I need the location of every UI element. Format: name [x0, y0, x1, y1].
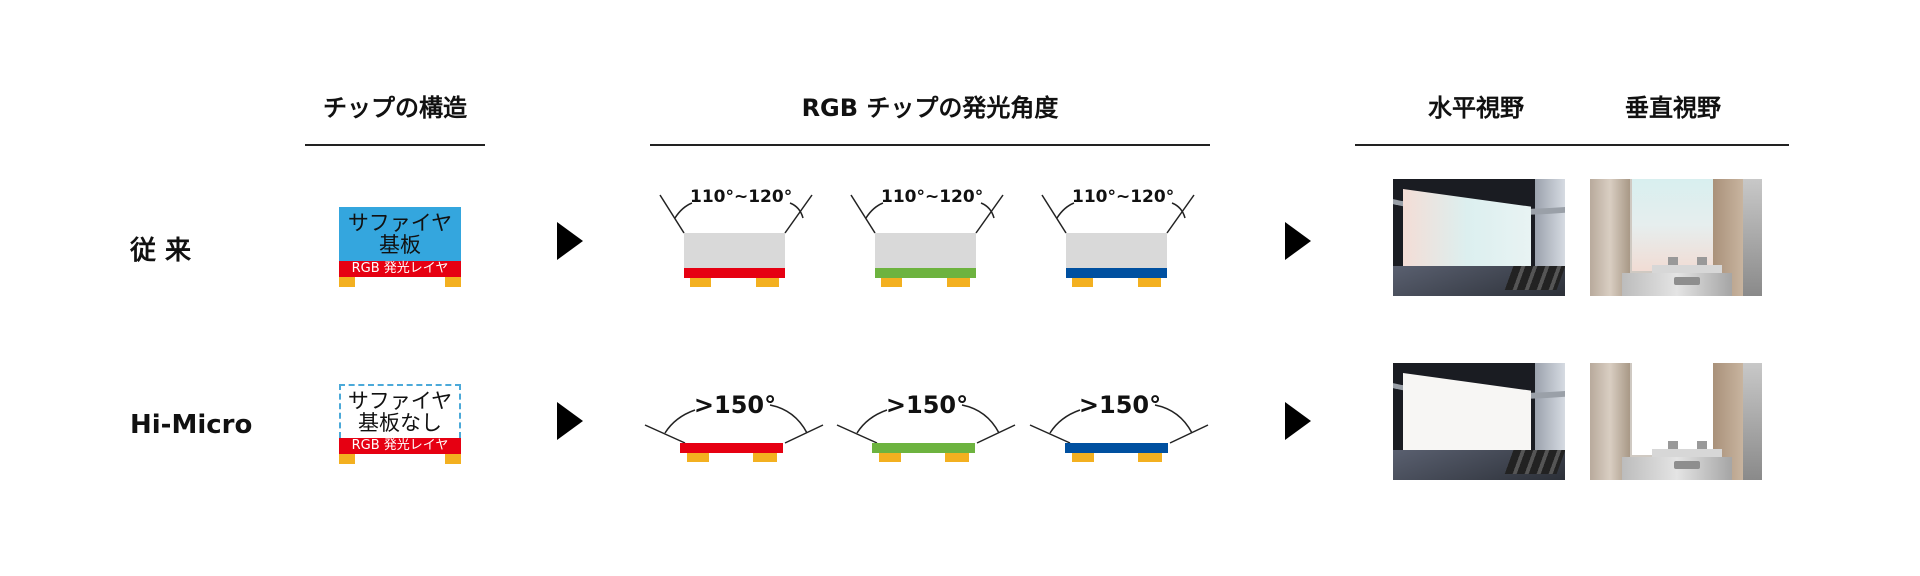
pad-left	[881, 278, 902, 287]
angle-lines-icon	[644, 404, 824, 444]
pad-right	[445, 454, 461, 464]
substrate-label-1: サファイヤ	[347, 211, 453, 235]
photo-horizontal-view-conventional	[1393, 179, 1565, 296]
emission-angle-label: >150°	[885, 391, 969, 419]
emit-layer-red	[684, 268, 785, 278]
pad-left	[879, 453, 901, 462]
header-rgb-angle: RGB チップの発光角度	[801, 94, 1059, 122]
header-chip-structure: チップの構造	[323, 94, 467, 122]
arrow-right-icon	[1285, 402, 1311, 440]
chip-body	[875, 233, 976, 268]
sapphire-substrate-removed: サファイヤ 基板なし	[339, 384, 461, 438]
arrow-right-icon	[557, 402, 583, 440]
emission-angle-label: 110°~120°	[881, 187, 984, 207]
emission-angle-label: >150°	[1078, 391, 1162, 419]
pad-right	[756, 278, 779, 287]
arrow-right-icon	[557, 222, 583, 260]
pad-left	[687, 453, 709, 462]
emission-chip-red-conventional: 110°~120°	[659, 185, 820, 290]
angle-lines-icon	[1029, 404, 1209, 444]
chip-body	[1066, 233, 1167, 268]
photo-vertical-view-hi-micro	[1590, 363, 1762, 480]
sapphire-substrate: サファイヤ 基板	[339, 207, 461, 261]
arrow-right-icon	[1285, 222, 1311, 260]
angle-lines-icon	[1041, 194, 1195, 234]
angle-lines-icon	[836, 404, 1016, 444]
pads	[339, 277, 461, 287]
emission-angle-label: 110°~120°	[690, 187, 793, 207]
angle-lines-icon	[659, 194, 813, 234]
emission-chip-green-conventional: 110°~120°	[850, 185, 1011, 290]
emission-chip-red-hi-micro: >150°	[644, 385, 825, 465]
substrate-label-2: 基板なし	[358, 411, 442, 435]
pad-right	[1138, 453, 1162, 462]
row-label-hi-micro: Hi-Micro	[130, 410, 253, 440]
pad-left	[339, 454, 355, 464]
emit-layer-red	[680, 443, 783, 453]
pad-left	[1072, 278, 1093, 287]
rgb-emit-layer: RGB 発光レイヤ	[339, 261, 461, 277]
chip-structure-hi-micro: サファイヤ 基板なし RGB 発光レイヤ	[339, 384, 461, 464]
angle-lines-icon	[850, 194, 1004, 234]
header-vertical-view: 垂直視野	[1625, 94, 1721, 122]
pads	[339, 454, 461, 464]
emit-layer-blue	[1065, 443, 1168, 453]
emission-chip-blue-conventional: 110°~120°	[1041, 185, 1202, 290]
pad-left	[690, 278, 711, 287]
pad-left	[1072, 453, 1094, 462]
divider-rgb-angle	[650, 144, 1210, 146]
photo-horizontal-view-hi-micro	[1393, 363, 1565, 480]
emit-layer-blue	[1066, 268, 1167, 278]
emit-layer-green	[875, 268, 976, 278]
header-horizontal-view: 水平視野	[1428, 94, 1524, 122]
pad-right	[947, 278, 970, 287]
emission-angle-label: 110°~120°	[1072, 187, 1175, 207]
pad-right	[1138, 278, 1161, 287]
emit-layer-green	[872, 443, 975, 453]
emission-chip-blue-hi-micro: >150°	[1029, 385, 1210, 465]
row-label-conventional: 従 来	[130, 236, 192, 266]
pad-right	[753, 453, 777, 462]
divider-chip-structure	[305, 144, 485, 146]
substrate-label-1: サファイヤ	[347, 389, 453, 413]
pad-left	[339, 277, 355, 287]
chip-structure-conventional: サファイヤ 基板 RGB 発光レイヤ	[339, 207, 461, 287]
pad-right	[445, 277, 461, 287]
rgb-emit-layer: RGB 発光レイヤ	[339, 438, 461, 454]
emission-angle-label: >150°	[693, 391, 777, 419]
photo-vertical-view-conventional	[1590, 179, 1762, 296]
substrate-label-2: 基板	[379, 233, 421, 257]
pad-right	[945, 453, 969, 462]
divider-view	[1355, 144, 1789, 146]
emission-chip-green-hi-micro: >150°	[836, 385, 1017, 465]
chip-body	[684, 233, 785, 268]
